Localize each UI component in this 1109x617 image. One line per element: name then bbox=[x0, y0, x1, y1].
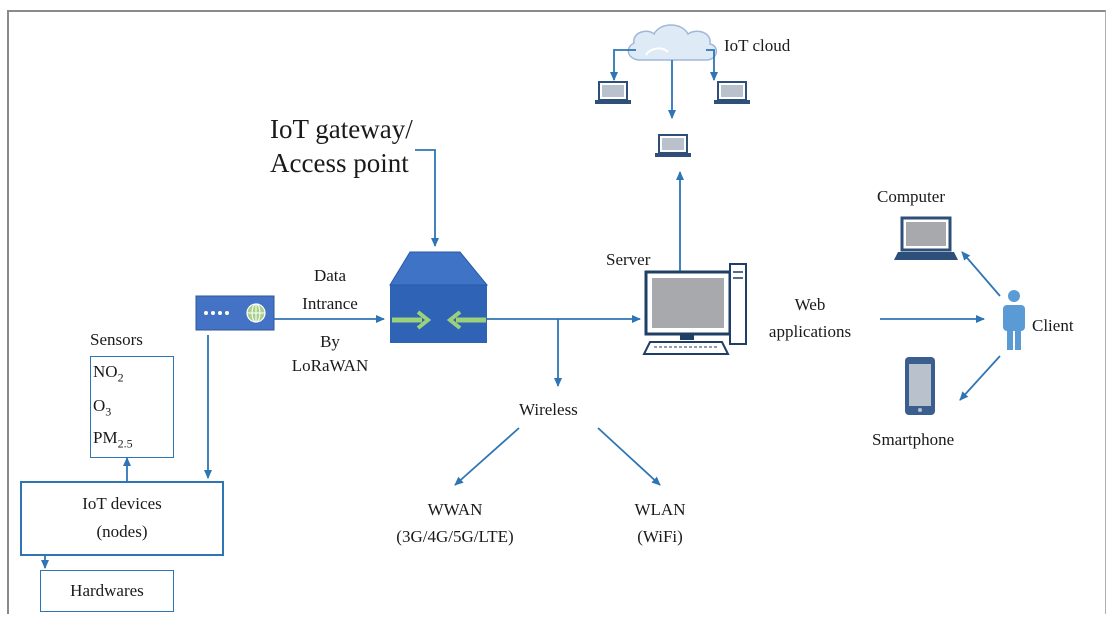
gateway-icon bbox=[389, 251, 489, 343]
wwan-label-1: WWAN bbox=[427, 500, 483, 519]
by-lorawan-label-2: LoRaWAN bbox=[291, 356, 369, 375]
computer-label: Computer bbox=[877, 187, 945, 206]
iot-devices-label-1: IoT devices bbox=[82, 494, 162, 513]
laptop-icon bbox=[894, 216, 958, 260]
gateway-label-line1: IoT gateway/ bbox=[270, 114, 413, 144]
person-icon bbox=[1003, 290, 1025, 350]
router-icon bbox=[195, 295, 275, 331]
server-icon bbox=[642, 263, 747, 355]
wwan-label-2: (3G/4G/5G/LTE) bbox=[396, 527, 514, 546]
iot-cloud-label: IoT cloud bbox=[724, 36, 791, 55]
client-label: Client bbox=[1032, 316, 1074, 335]
sensors-box bbox=[90, 356, 174, 458]
iot-devices-box bbox=[20, 481, 224, 556]
by-lorawan-label-1: By bbox=[320, 332, 340, 351]
sensor-o3: O3 bbox=[93, 396, 112, 419]
sensors-label: Sensors bbox=[90, 330, 143, 349]
cloud-arrows bbox=[610, 49, 718, 290]
wireless-label: Wireless bbox=[519, 400, 578, 419]
hardwares-box bbox=[40, 570, 174, 612]
server-label: Server bbox=[606, 250, 651, 269]
sensor-no2: NO2 bbox=[93, 362, 124, 385]
sensor-pm25: PM2.5 bbox=[93, 428, 133, 451]
web-applications-label-1: Web bbox=[794, 295, 826, 314]
smartphone-label: Smartphone bbox=[872, 430, 955, 449]
laptop-icon bbox=[655, 134, 691, 157]
data-intrance-label-2: Intrance bbox=[302, 294, 358, 313]
diagram-frame bbox=[7, 10, 1106, 614]
iot-devices-label-2: (nodes) bbox=[96, 522, 148, 541]
data-intrance-label-1: Data bbox=[313, 266, 347, 285]
gateway-callout-arrow bbox=[415, 149, 439, 247]
smartphone-icon bbox=[905, 357, 935, 415]
laptop-icon bbox=[714, 81, 750, 104]
web-applications-label-2: applications bbox=[768, 322, 852, 341]
gateway-label-line2: Access point bbox=[270, 148, 409, 178]
laptop-icon bbox=[595, 81, 631, 104]
wlan-label-2: (WiFi) bbox=[637, 527, 683, 546]
cloud-icon bbox=[627, 24, 718, 61]
hardwares-label: Hardwares bbox=[70, 581, 144, 600]
connection-lines bbox=[41, 251, 1001, 569]
wlan-label-1: WLAN bbox=[634, 500, 686, 519]
